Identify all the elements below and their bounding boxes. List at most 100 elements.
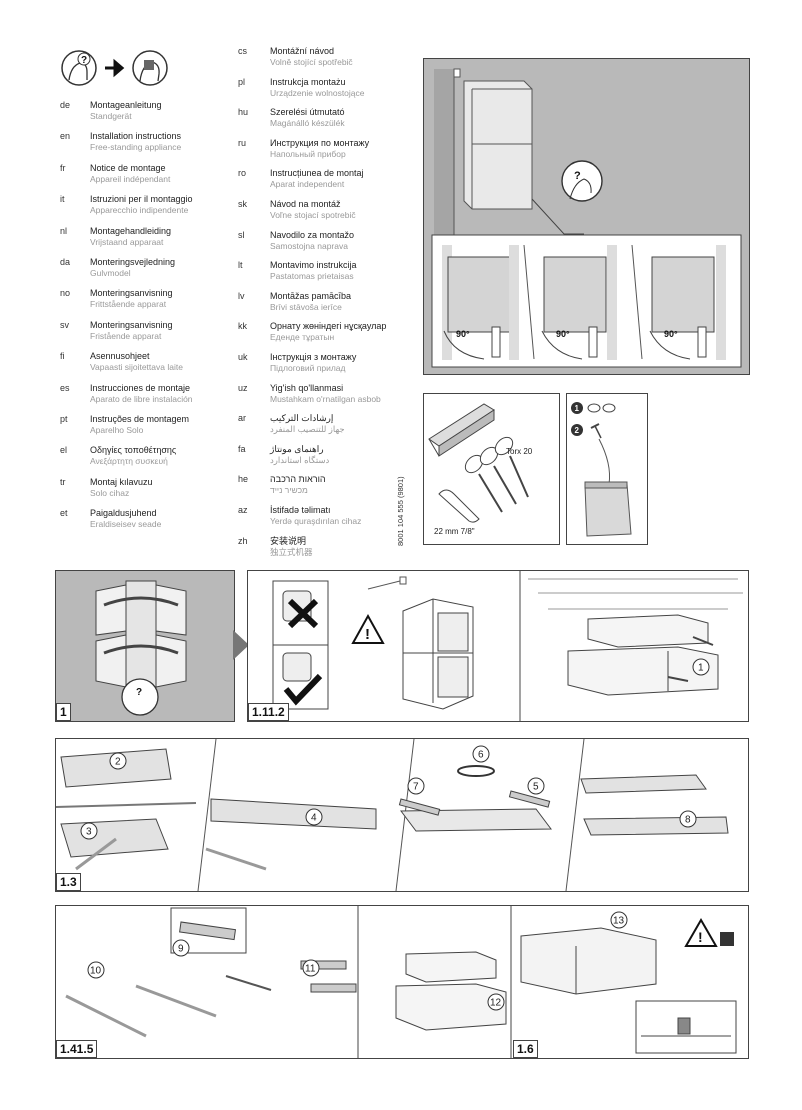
language-subtitle: Appareil indépendant [90,173,171,184]
language-code: ar [238,413,247,424]
language-code: he [238,474,249,485]
step-5-label: 5 [533,782,539,793]
help-arrow-icon: ? [61,50,168,86]
language-title: Montagehandleiding [90,225,172,236]
language-code: sv [60,319,69,330]
tools-figure: Torx 20 22 mm 7/8" [423,393,560,545]
figure-1-11-2-drawing: ! 1 [272,571,743,721]
language-code: es [60,382,70,393]
door-angle-panel-2: 90° [541,245,617,360]
language-subtitle: Magánálló készülék [270,118,345,129]
step-1-label: 1 [698,663,704,674]
language-title: Installation instructions [90,131,182,142]
step-6-label: 6 [478,750,484,761]
step-2-label: 2 [115,757,121,768]
language-code: en [60,131,71,142]
help-icons: ? [60,48,170,88]
language-title: Paigaldusjuhend [90,508,157,519]
language-subtitle: جهاز للتنصيب المنفرد [270,424,345,435]
language-subtitle: Standgerät [90,111,132,121]
language-subtitle: Aparato de libre instalación [90,393,193,404]
figure-1-label: 1 [56,703,71,721]
language-title: 安装说明 [270,535,307,546]
shelf-panel-2: 4 [205,798,377,871]
figure-1-3-label: 1.3 [56,873,81,891]
language-title: Instrucciones de montaje [90,382,191,393]
step-7-label: 7 [413,782,419,793]
language-title: Monteringsvejledning [90,257,176,267]
part-1-badge: 1 [575,404,580,413]
language-title: إرشادات التركيب [270,413,334,424]
language-subtitle: Brīvi stāvoša ierīce [270,301,342,312]
step-8-label: 8 [685,815,691,826]
language-subtitle: Aparat independent [270,179,345,190]
language-code: fi [60,351,65,362]
figure-1-3-drawing: 2 3 4 6 7 5 [56,739,729,891]
svg-text:?: ? [574,170,581,182]
shelf-panel-1: 2 3 [56,748,197,871]
language-title: Istruzioni per il montaggio [90,194,193,205]
language-title: Notice de montage [90,162,166,173]
language-title: Орнату жөніндегі нұсқаулар [270,321,387,332]
language-code: it [60,194,65,205]
language-title: Návod na montáž [270,199,341,209]
figure-1: ? 1 [55,570,235,722]
language-code: sl [238,229,245,240]
tools-drawing: Torx 20 22 mm 7/8" [428,403,533,536]
language-code: kk [238,321,247,332]
angle-label-3: 90° [664,329,678,339]
language-code: pl [238,76,246,87]
language-title: İstifadə təlimatı [270,505,331,515]
door-angle-panel-1: 90° [442,245,519,360]
shelf-panel-4: 8 [580,774,729,836]
language-code: lv [238,290,245,301]
language-code: de [60,100,71,110]
angle-label-1: 90° [456,329,470,339]
language-subtitle: מכשיר נייד [270,485,308,496]
language-subtitle: دستگاه استاندارد [270,454,330,465]
language-code: et [60,508,68,519]
feet-panel: 13 ! [520,911,737,1054]
language-title: Instrucțiunea de montaj [270,168,364,179]
language-title: Monteringsanvisning [90,288,173,299]
language-code: zh [238,535,248,546]
rail-panel-1: 9 10 11 [65,907,357,1038]
language-subtitle: Pastatomas prietaisas [270,271,354,282]
language-title: Szerelési útmutató [270,107,345,118]
step-3-label: 3 [86,827,92,838]
svg-text:?: ? [81,55,87,66]
svg-text:!: ! [365,626,370,643]
language-title: Monteringsanvisning [90,319,173,330]
figure-1-41-5-label: 1.41.5 [56,1040,98,1058]
language-title: Yig'ish qo'llanmasi [270,382,344,393]
door-angle-panel-3: 90° [649,245,726,360]
language-subtitle: Fristående apparat [90,330,162,341]
language-code: cs [238,46,247,56]
language-code: lt [238,260,243,271]
torx-label: Torx 20 [506,447,533,456]
language-code: hu [238,107,249,118]
language-subtitle: Urządzenie wolnostojące [270,87,365,98]
language-title: Montážní návod [270,46,335,56]
language-title: Asennusohjeet [90,351,150,362]
language-subtitle: Volně stojící spotřebič [270,57,353,67]
language-subtitle: Eraldiseisev seade [90,519,162,530]
figure-1-11-2-label: 1.11.2 [248,703,289,721]
language-title: Navodilo za montažo [270,229,355,240]
language-subtitle: Samostojna naprava [270,240,348,251]
language-subtitle: Підлоговий прилад [270,363,346,373]
language-title: Montāžas pamācība [270,290,352,301]
language-code: ro [238,168,247,179]
language-code: pt [60,414,68,424]
language-title: Instruções de montagem [90,414,190,424]
drawer-panel: 12 [395,951,507,1031]
language-title: Montageanleitung [90,100,162,110]
language-subtitle: Mustahkam o'rnatilgan asbob [270,393,381,404]
wrench-label: 22 mm 7/8" [434,527,475,536]
language-code: uk [238,352,248,362]
language-code: fa [238,443,246,454]
figure-1-41-5: 9 10 11 12 13 ! [55,905,749,1059]
language-subtitle: Voľne stojací spotrebič [270,210,356,220]
step-11-label: 11 [305,964,316,975]
language-subtitle: Gulvmodel [90,268,131,278]
